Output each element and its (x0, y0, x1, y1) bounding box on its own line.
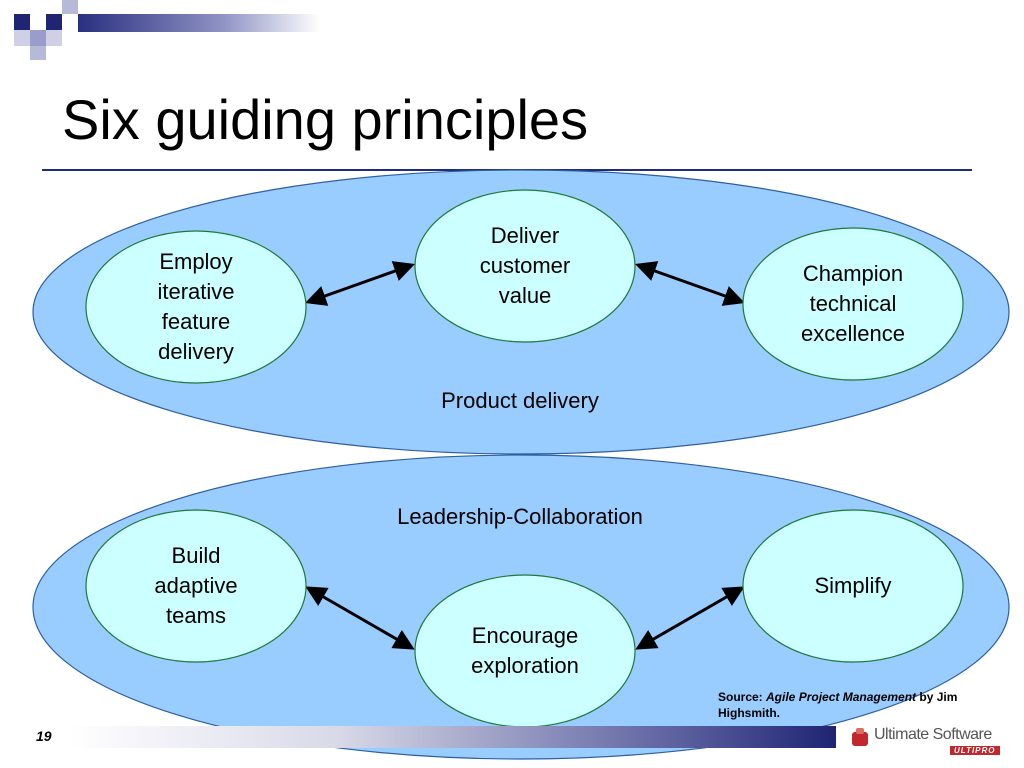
node-label-line: exploration (471, 653, 579, 678)
edge-employ-deliver (305, 261, 415, 306)
node-label-line: excellence (801, 321, 905, 346)
node-label-line: iterative (157, 279, 235, 304)
node-label-line: Employ (159, 249, 233, 274)
node-label-line: adaptive (154, 573, 238, 598)
node-label-employ: Employ iterative feature delivery (86, 231, 306, 383)
node-label-line: Simplify (814, 573, 892, 598)
source-author: by Jim Highsmith. (718, 690, 958, 720)
edge-deliver-champion (635, 261, 745, 306)
node-label-line: Champion (802, 261, 904, 286)
source-prefix: Source: (718, 690, 767, 704)
company-logo: Ultimate Software ULTIPRO (850, 722, 1020, 758)
node-label-encourage: Encourage exploration (415, 575, 635, 727)
source-citation: Source: Agile Project Management by Jim … (718, 689, 988, 721)
edge-build-encourage (305, 586, 415, 650)
logo-mark-icon (852, 728, 868, 746)
node-label-line: teams (166, 603, 226, 628)
node-ellipse-champion (742, 227, 964, 381)
node-label-champion: Champion technical excellence (743, 228, 963, 380)
node-label-line: Deliver (490, 223, 560, 248)
node-label-simplify: Simplify (743, 510, 963, 662)
source-work-title: Agile Project Management (766, 690, 917, 704)
node-label-line: customer (479, 253, 571, 278)
logo-product: ULTIPRO (950, 746, 1000, 755)
node-label-line: value (498, 283, 552, 308)
node-label-deliver: Deliver customer value (415, 190, 635, 342)
group-label-leadership: Leadership-Collaboration (397, 504, 643, 529)
node-label-build: Build adaptive teams (86, 510, 306, 662)
node-ellipse-deliver (414, 189, 636, 343)
logo-name: Ultimate Software (874, 726, 992, 743)
node-ellipse-build (85, 509, 307, 663)
node-label-line: delivery (158, 339, 234, 364)
page-number: 19 (36, 728, 52, 744)
edge-encourage-simplify (635, 586, 745, 650)
corner-decoration (14, 0, 320, 60)
node-ellipse-simplify (742, 509, 964, 663)
node-label-line: technical (809, 291, 897, 316)
group-label-product: Product delivery (441, 388, 599, 413)
node-ellipse-employ (85, 230, 307, 384)
slide-title: Six guiding principles (62, 88, 589, 151)
node-label-line: feature (161, 309, 231, 334)
node-label-line: Build (171, 543, 221, 568)
footer-bar (70, 726, 836, 748)
node-label-line: Encourage (471, 623, 579, 648)
